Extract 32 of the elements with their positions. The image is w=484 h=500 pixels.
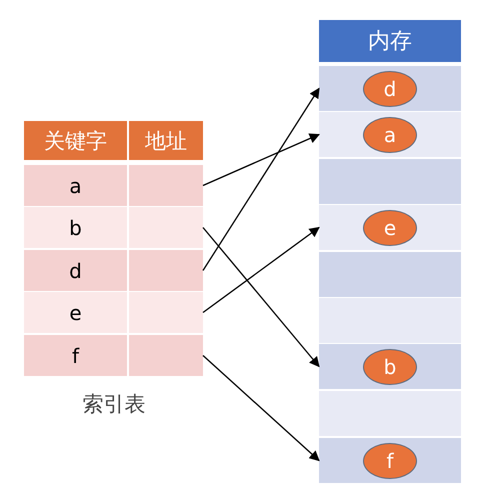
key-cell: e: [24, 292, 127, 333]
key-cell: b: [24, 207, 127, 248]
key-cell: d: [24, 250, 127, 291]
memory-slot: [319, 66, 461, 111]
memory-slot: [319, 252, 461, 297]
ellipse-node: b: [363, 348, 417, 384]
memory-slot: [319, 112, 461, 157]
address-cell: [129, 335, 203, 376]
ellipse-node: a: [363, 116, 417, 152]
address-cell: [129, 250, 203, 291]
address-cell: [129, 207, 203, 248]
ellipse-node: e: [363, 210, 417, 246]
table-caption: 索引表: [82, 391, 146, 418]
memory-slot: [319, 205, 461, 250]
arrow: [202, 134, 320, 186]
memory-slot: [319, 438, 461, 483]
arrow: [202, 88, 320, 271]
memory-slot: [319, 344, 461, 389]
key-cell: a: [24, 165, 127, 206]
ellipse-node: f: [363, 442, 417, 478]
memory-header: 内存: [319, 20, 461, 62]
memory-slot: [319, 159, 461, 204]
arrow: [202, 226, 320, 314]
key-cell: f: [24, 335, 127, 376]
arrow: [202, 355, 320, 462]
ellipse-node: d: [363, 70, 417, 106]
address-cell: [129, 292, 203, 333]
address-cell: [129, 165, 203, 206]
arrow: [202, 227, 320, 368]
table-header-cell: 关键字: [24, 121, 127, 160]
memory-slot: [319, 298, 461, 343]
table-header-cell: 地址: [129, 121, 203, 160]
